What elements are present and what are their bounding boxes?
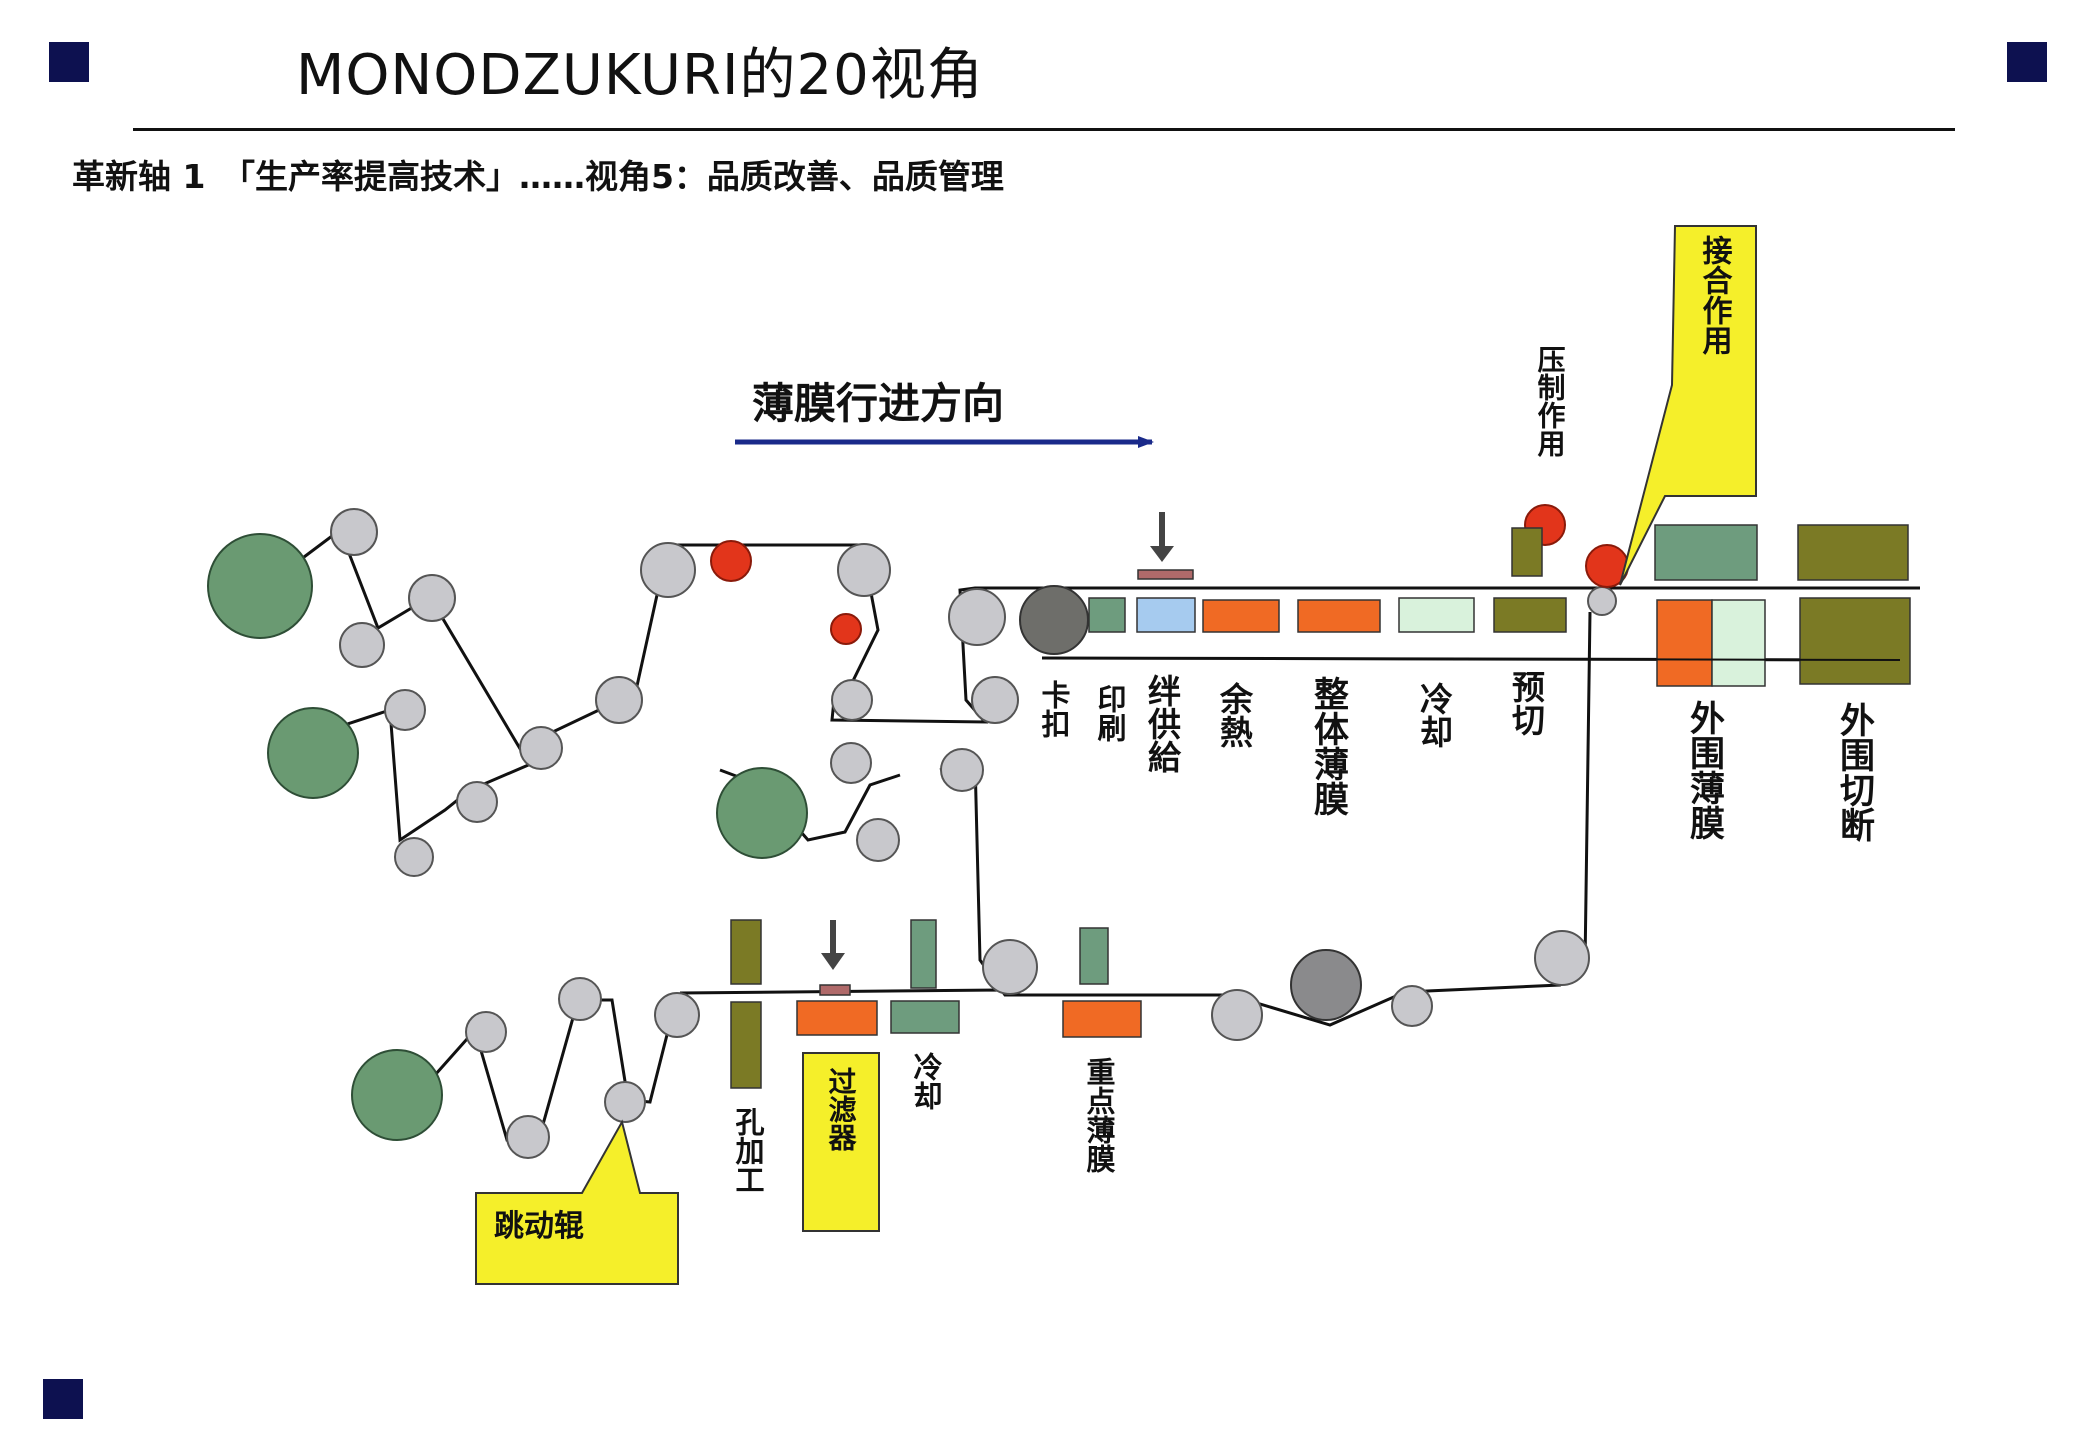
cool-block — [1398, 597, 1475, 633]
supply-roll-3 — [716, 767, 808, 859]
dark-grey-roller-1 — [1019, 585, 1089, 655]
label-whole-film: 整体薄膜 — [1308, 676, 1349, 817]
precut-block — [1493, 597, 1567, 633]
label-feed: 绊供給 — [1143, 674, 1182, 773]
label-cool-lower: 冷却 — [909, 1052, 943, 1110]
supply-roll-2 — [267, 707, 359, 799]
label-clip: 卡扣 — [1037, 680, 1071, 738]
dancer-roll-callout — [475, 1119, 679, 1285]
supply-rolls — [207, 533, 808, 1141]
label-spot-film: 重点薄膜 — [1082, 1057, 1116, 1174]
outer-cut-block-top — [1797, 524, 1909, 581]
label-precut: 预切 — [1507, 670, 1546, 736]
spot-film-block — [1062, 1000, 1142, 1038]
filter-callout — [802, 1052, 880, 1232]
filter-down-arrow-head — [821, 953, 845, 970]
corner-square-top-right — [2007, 42, 2047, 82]
preheat-block — [1202, 599, 1280, 633]
bonding-callout-text: 接合作用 — [1697, 235, 1733, 356]
spot-green-top — [1079, 927, 1109, 985]
lower-cool-block — [890, 1000, 960, 1034]
corner-square-bottom-left — [43, 1379, 83, 1419]
feed-block — [1136, 597, 1196, 633]
guide-rollers — [330, 508, 1617, 1159]
direction-label: 薄膜行进方向 — [752, 379, 1004, 428]
outer-film-block-green — [1711, 599, 1766, 687]
hole-block-bottom — [730, 1001, 762, 1089]
supply-roll-4 — [351, 1049, 443, 1141]
filter-tab — [819, 984, 851, 996]
lower-green-top — [910, 919, 937, 989]
feed-down-arrow-head — [1150, 546, 1174, 562]
clip-block — [1088, 597, 1126, 633]
outer-film-block-orange — [1656, 599, 1713, 687]
upper-station-blocks — [1088, 524, 1911, 687]
pressing-label: 压制作用 — [1534, 345, 1567, 458]
slide-title: MONODZUKURI的20视角 — [296, 43, 984, 108]
label-hole-processing: 孔加工 — [731, 1107, 765, 1194]
hole-block-top — [730, 919, 762, 985]
press-olive-block — [1511, 527, 1543, 577]
outer-cut-block — [1799, 597, 1911, 685]
filter-orange-block — [796, 1000, 878, 1036]
label-outer-cut: 外围切断 — [1834, 702, 1875, 843]
slide-subtitle: 革新轴 1 「生产率提高技术」……视角5：品质改善、品质管理 — [72, 157, 1004, 196]
feed-tab — [1137, 569, 1194, 580]
label-cool-upper: 冷却 — [1415, 682, 1454, 748]
supply-roll-1 — [207, 533, 313, 639]
bonding-block-top — [1654, 524, 1758, 581]
upper-line-through — [1041, 657, 1901, 661]
dancer-roll-callout-text: 跳动辊 — [494, 1209, 584, 1244]
corner-square-top-left — [49, 42, 89, 82]
bonding-callout — [1619, 225, 1757, 586]
lower-station-blocks — [730, 919, 1142, 1089]
whole-film-block — [1297, 599, 1381, 633]
label-print: 印刷 — [1093, 684, 1127, 742]
dark-grey-roller-2 — [1290, 949, 1362, 1021]
label-preheat: 余熱 — [1215, 681, 1255, 748]
filter-callout-text: 过滤器 — [825, 1067, 858, 1152]
title-rule — [133, 128, 1955, 131]
label-outer-film: 外围薄膜 — [1684, 700, 1725, 841]
